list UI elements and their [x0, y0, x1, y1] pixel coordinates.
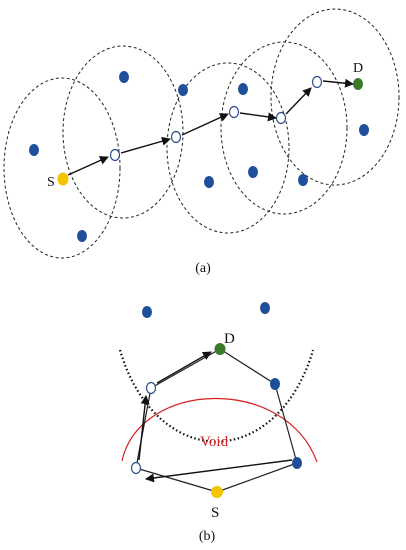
hop-arrow-3 [181, 113, 229, 136]
node [248, 166, 258, 178]
void-label: Void [200, 434, 229, 450]
perimeter-route [138, 351, 293, 483]
relay-node [228, 105, 240, 119]
destination-node [353, 78, 363, 90]
node [359, 124, 369, 136]
panel-a-caption: (a) [195, 261, 211, 276]
destination-node-b [214, 343, 226, 355]
route-arrow-1 [145, 459, 293, 483]
relay-node [109, 148, 121, 162]
range-circle-5 [270, 8, 400, 186]
hop-arrow-4 [239, 112, 277, 122]
destination-label: D [353, 61, 363, 76]
node [142, 306, 152, 318]
node [119, 71, 129, 83]
range-circle-3 [166, 62, 290, 234]
source-node-b [211, 486, 223, 498]
idle-nodes [29, 71, 369, 242]
source-label-b: S [211, 505, 219, 521]
hop-arrow-1 [67, 156, 109, 176]
node [204, 176, 214, 188]
relay-node [170, 130, 182, 144]
hop-arrow-5 [285, 87, 312, 115]
node [298, 174, 308, 186]
edge [135, 467, 218, 493]
edge [150, 348, 221, 389]
perimeter-edges [135, 348, 298, 493]
route-arrow-2 [138, 395, 150, 461]
node [270, 378, 280, 390]
hop-arrow-2 [120, 136, 171, 154]
node [292, 457, 302, 469]
relay-node [145, 381, 157, 395]
node [260, 302, 270, 314]
relay-node [130, 461, 142, 475]
range-circle-2 [62, 45, 184, 219]
relay-nodes-b [130, 381, 157, 475]
source-label: S [47, 175, 55, 190]
panel-a: S D (a) [3, 8, 400, 276]
node [178, 84, 188, 96]
node [238, 83, 248, 95]
hop-arrow-6 [322, 78, 354, 88]
forwarding-path [67, 78, 354, 176]
node [29, 144, 39, 156]
edge [135, 387, 152, 469]
range-circles [3, 8, 400, 259]
relay-node [311, 75, 323, 89]
destination-label-b: D [224, 331, 235, 347]
relay-nodes [109, 75, 323, 162]
void-boundary [121, 397, 318, 463]
edge [219, 348, 276, 385]
range-circle-4 [220, 41, 348, 215]
range-circle-1 [3, 77, 121, 259]
edge [274, 383, 298, 464]
panel-b: Void D S [118, 302, 318, 544]
source-node [57, 172, 69, 186]
edge [216, 462, 298, 493]
relay-node [275, 111, 287, 125]
idle-nodes-b [142, 302, 302, 469]
route-arrow-3 [156, 351, 212, 384]
panel-b-caption: (b) [199, 529, 216, 544]
node [77, 230, 87, 242]
